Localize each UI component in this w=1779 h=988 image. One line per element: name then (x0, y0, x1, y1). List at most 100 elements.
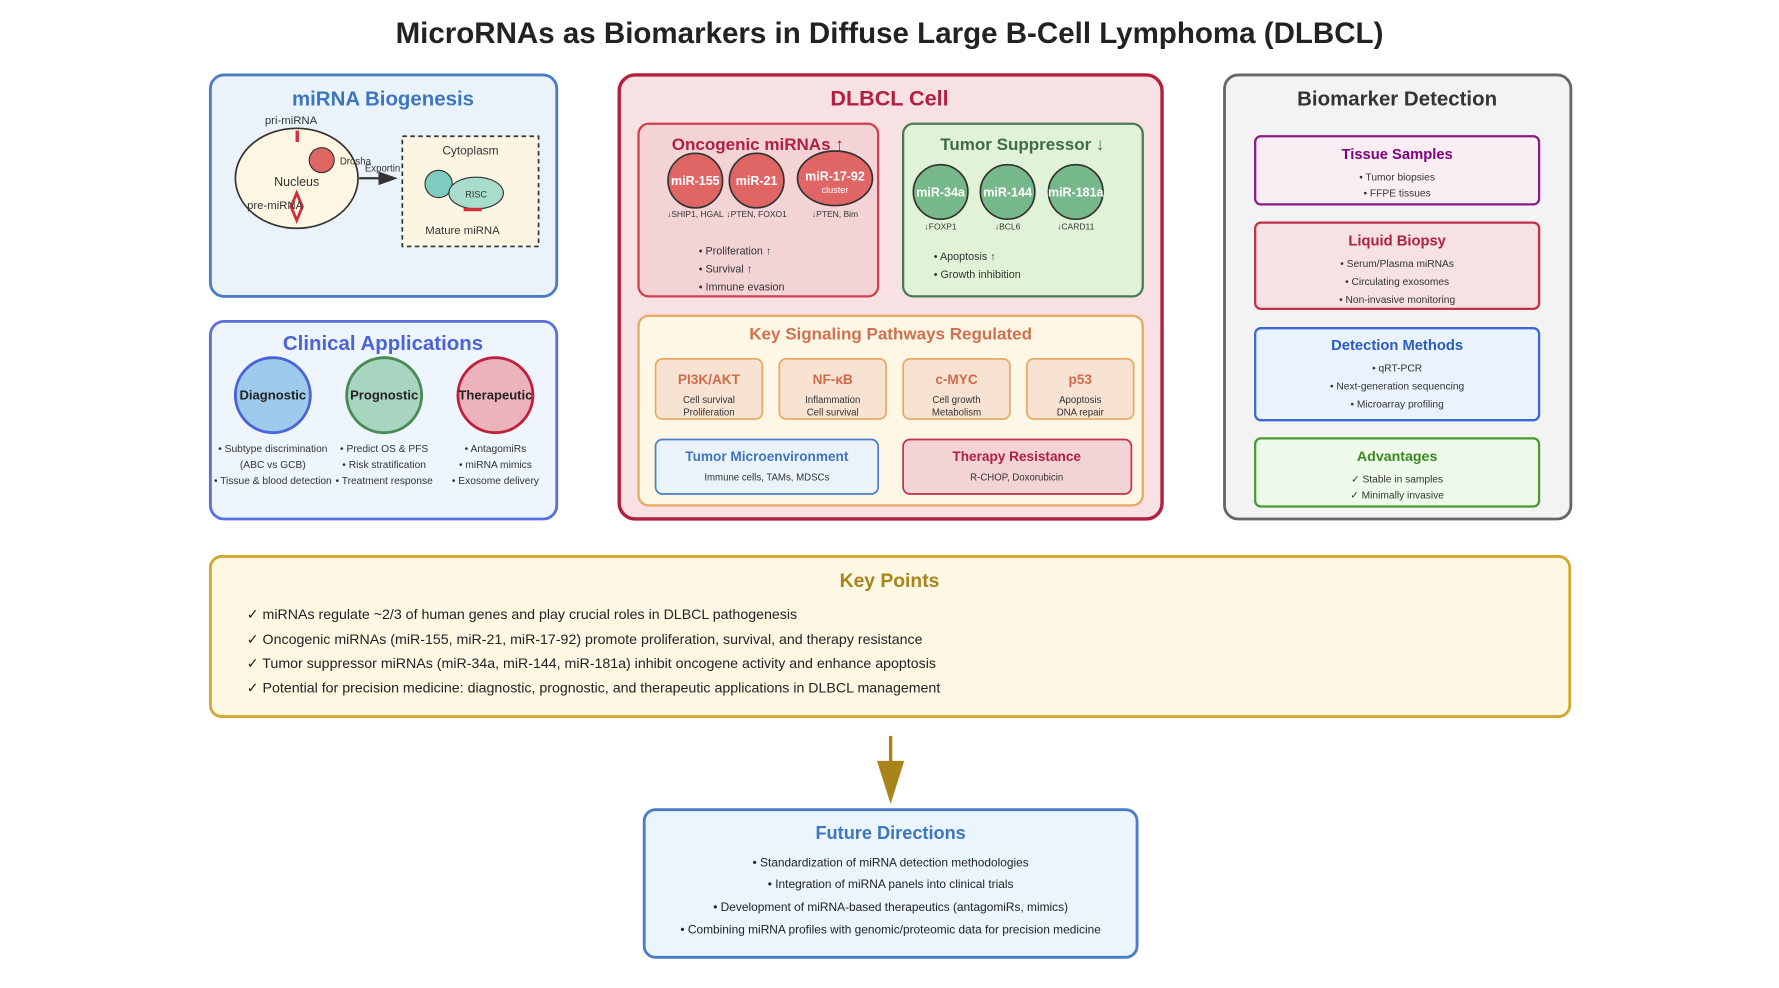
pathway-name: PI3K/AKT (678, 372, 741, 387)
mirna-circle (979, 163, 1036, 221)
dlbcl-cell-panel: DLBCL Cell Oncogenic miRNAs ↑ miR-155 mi… (617, 73, 1164, 521)
methods-item: • Next-generation sequencing (1330, 382, 1465, 393)
biogenesis-title: miRNA Biogenesis (292, 88, 474, 111)
diagnostic-label: Diagnostic (240, 388, 307, 403)
exportin-label: Exportin (365, 163, 400, 174)
pathway-card (902, 358, 1011, 420)
risc-label: RISC (465, 190, 487, 200)
pathway-desc: Metabolism (932, 408, 981, 419)
drosha-shape (308, 147, 335, 174)
pri-mirna-mark (295, 130, 299, 142)
prognostic-bullet: • Treatment response (335, 476, 433, 487)
diagnostic-bullet: • Tissue & blood detection (214, 476, 332, 487)
pathway-name: p53 (1069, 372, 1093, 387)
liquid-item: • Non-invasive monitoring (1339, 295, 1455, 306)
future-item: • Integration of miRNA panels into clini… (768, 877, 1014, 891)
future-panel: Future Directions • Standardization of m… (642, 808, 1139, 959)
pathway-card (778, 358, 887, 420)
pathway-desc: Inflammation (805, 395, 860, 406)
methods-title: Detection Methods (1331, 338, 1463, 354)
export-arrowhead (378, 171, 398, 186)
mirna-circle (1047, 163, 1104, 221)
mirna-label: miR-155 (671, 174, 720, 188)
liquid-item: • Serum/Plasma miRNAs (1340, 259, 1454, 270)
mirna-label: miR-181a (1048, 185, 1105, 199)
mirna-label: miR-34a (916, 185, 966, 199)
pathway-desc: Cell survival (807, 408, 859, 419)
clinical-panel: Clinical Applications Diagnostic Prognos… (208, 319, 559, 521)
clinical-title: Clinical Applications (283, 332, 483, 355)
future-item: • Combining miRNA profiles with genomic/… (680, 922, 1101, 936)
effect-item: • Growth inhibition (934, 269, 1021, 281)
tme-sub: Immune cells, TAMs, MDSCs (704, 472, 829, 483)
suppressor-title: Tumor Suppressor ↓ (940, 135, 1104, 154)
tissue-item: • FFPE tissues (1364, 188, 1431, 199)
therapy-box (902, 438, 1133, 495)
diagnostic-bullet: (ABC vs GCB) (240, 460, 306, 471)
pathway-desc: Cell survival (683, 395, 735, 406)
pathway-desc: Cell growth (932, 395, 980, 406)
prognostic-bullet: • Risk stratification (342, 460, 426, 471)
therapeutic-bullet: • miRNA mimics (459, 460, 532, 471)
mirna-targets: ↓SHIP1, HGAL (667, 209, 724, 219)
therapeutic-circle (456, 356, 535, 435)
mature-mirna-mark (463, 207, 482, 212)
key-point: ✓ Tumor suppressor miRNAs (miR-34a, miR-… (247, 656, 936, 672)
advantages-item: ✓ Stable in samples (1351, 475, 1443, 486)
therapy-sub: R-CHOP, Doxorubicin (970, 472, 1063, 483)
pathway-desc: DNA repair (1057, 408, 1105, 419)
therapeutic-bullet: • Exosome delivery (452, 476, 540, 487)
pathways-box: Key Signaling Pathways Regulated PI3K/AK… (637, 314, 1144, 507)
mirna-targets: ↓CARD11 (1057, 221, 1094, 231)
mirna-circle (912, 163, 969, 221)
effect-item: • Proliferation ↑ (699, 245, 772, 257)
pre-mirna-hairpin (289, 189, 304, 225)
liquid-title: Liquid Biopsy (1348, 233, 1446, 249)
prognostic-label: Prognostic (350, 388, 418, 403)
mirna-targets: ↓PTEN, FOXO1 (726, 209, 787, 219)
main-title: MicroRNAs as Biomarkers in Diffuse Large… (396, 17, 1384, 50)
future-item: • Standardization of miRNA detection met… (753, 855, 1029, 869)
key-points-panel: Key Points ✓ miRNAs regulate ~2/3 of hum… (208, 555, 1572, 719)
cytoplasm-label: Cytoplasm (442, 143, 498, 157)
pathway-name: NF-κB (813, 372, 853, 387)
key-point: ✓ Potential for precision medicine: diag… (247, 681, 941, 697)
mirna-targets: ↓PTEN, Bim (812, 209, 858, 219)
diagnostic-bullet: • Subtype discrimination (218, 444, 328, 455)
therapeutic-label: Therapeutic (458, 388, 532, 403)
flow-arrowhead (877, 760, 905, 805)
pathway-name: c-MYC (935, 372, 978, 387)
pre-mirna-label: pre-miRNA (247, 200, 304, 212)
drosha-label: Drosha (340, 157, 372, 168)
oncogenic-title: Oncogenic miRNAs ↑ (672, 135, 844, 154)
mirna-sublabel: cluster (822, 185, 849, 195)
detection-title: Biomarker Detection (1297, 88, 1497, 111)
advantages-title: Advantages (1357, 449, 1438, 465)
mirna-targets: ↓FOXP1 (925, 221, 957, 231)
pathway-card (1026, 358, 1135, 420)
biogenesis-panel: miRNA Biogenesis pri-miRNA Drosha Nucleu… (208, 73, 559, 298)
mirna-label: miR-144 (983, 185, 1032, 199)
pathways-title: Key Signaling Pathways Regulated (749, 325, 1032, 344)
advantages-box (1254, 437, 1541, 508)
therapy-title: Therapy Resistance (952, 449, 1081, 464)
pathway-desc: Proliferation (683, 408, 734, 419)
tissue-box (1254, 135, 1541, 206)
key-point: ✓ Oncogenic miRNAs (miR-155, miR-21, miR… (247, 632, 923, 648)
methods-item: • Microarray profiling (1350, 400, 1444, 411)
methods-item: • qRT-PCR (1372, 363, 1422, 374)
diagnostic-circle (233, 356, 312, 435)
nucleus-label: Nucleus (274, 175, 319, 189)
mature-mirna-label: Mature miRNA (425, 225, 500, 237)
liquid-box (1254, 221, 1541, 311)
tissue-title: Tissue Samples (1342, 147, 1453, 163)
methods-box (1254, 327, 1541, 422)
oncogenic-box: Oncogenic miRNAs ↑ miR-155 miR-21 miR-17… (637, 122, 880, 298)
pathway-card (654, 358, 764, 420)
cell-title: DLBCL Cell (830, 86, 948, 111)
mirna-targets: ↓BCL6 (995, 221, 1021, 231)
tme-box (654, 438, 879, 495)
pri-mirna-label: pri-miRNA (265, 115, 318, 127)
effect-item: • Apoptosis ↑ (934, 251, 996, 263)
dicer-shape (424, 169, 453, 199)
